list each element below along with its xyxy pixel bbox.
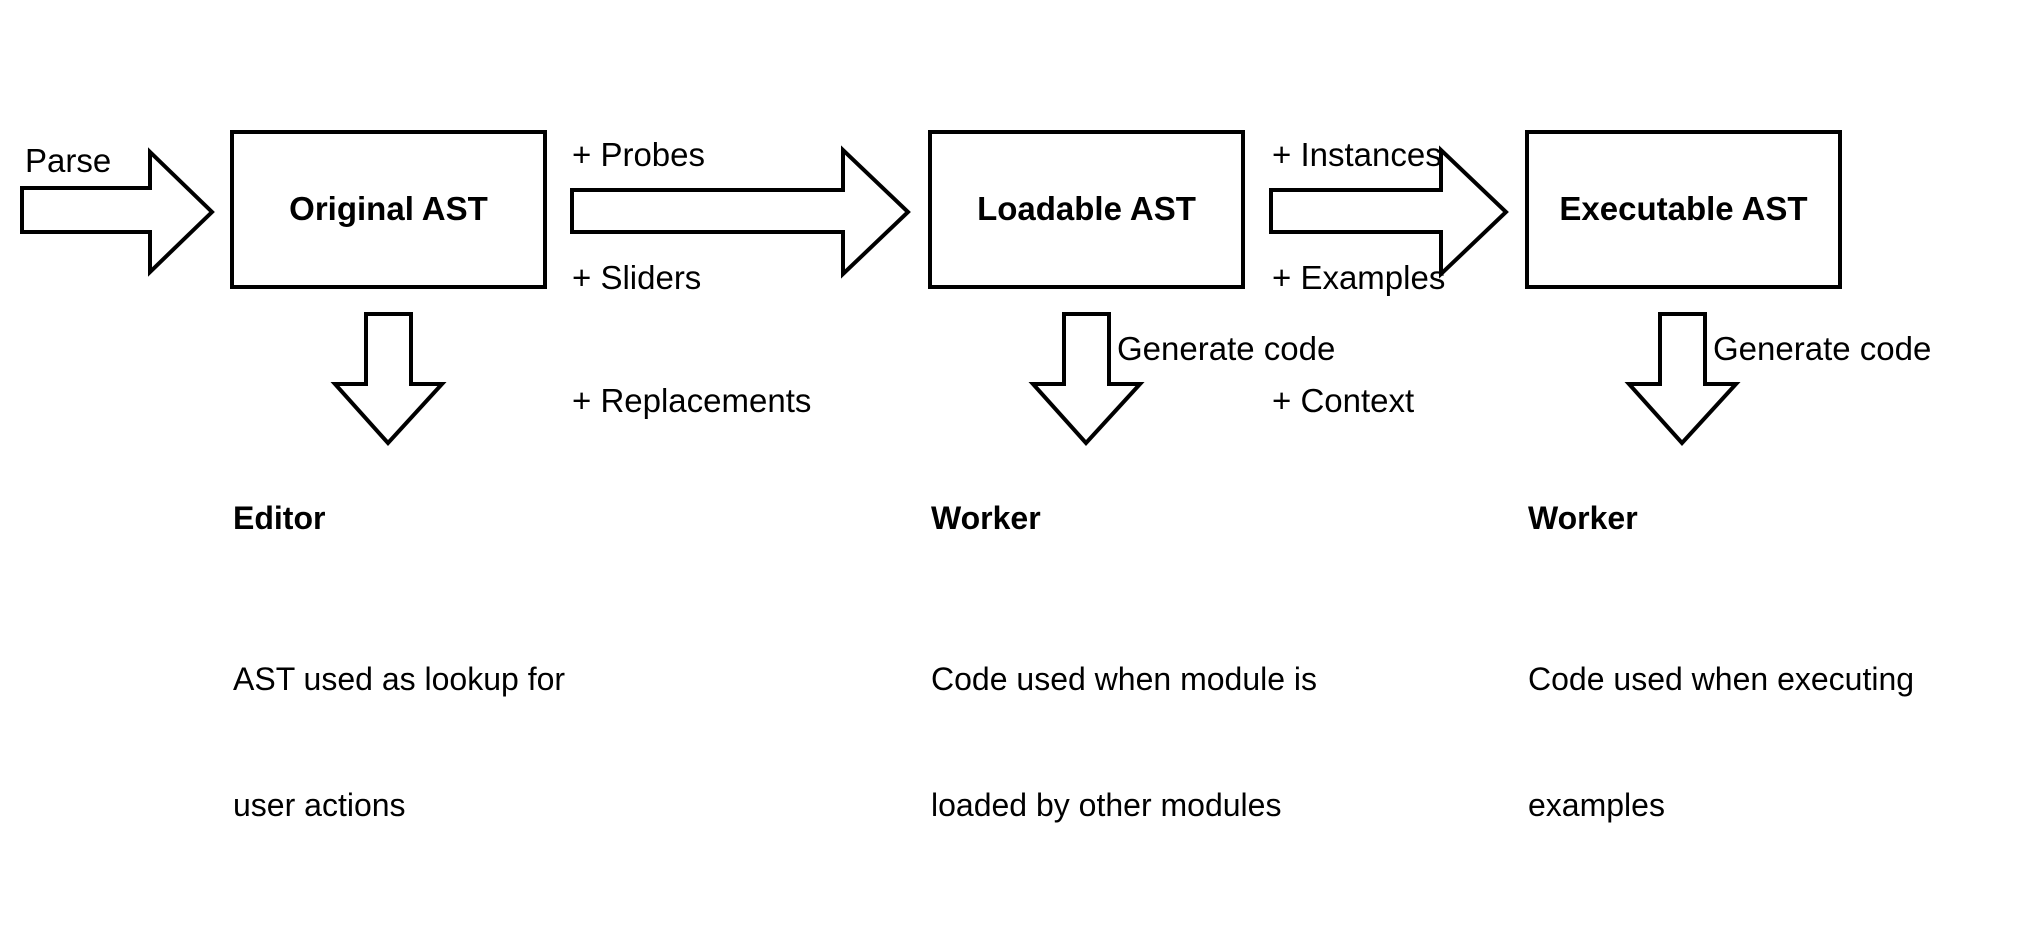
caption-editor-line-1: AST used as lookup for: [233, 661, 566, 697]
caption-worker-exec-title: Worker: [1528, 500, 1638, 536]
original-ast-box-shape: [230, 130, 547, 289]
caption-editor-title: Editor: [233, 500, 326, 536]
worker-load-down-arrow-shape: [1028, 312, 1145, 446]
caption-worker-exec-body: Code used when executing examples: [1528, 574, 1914, 910]
caption-editor-line-2: user actions: [233, 787, 406, 823]
caption-editor: Editor AST used as lookup for user actio…: [233, 470, 565, 942]
loadable-ast-box-shape: [928, 130, 1245, 289]
loadable-to-executable-arrow-shape: [1269, 145, 1509, 279]
parse-arrow-shape: [20, 147, 215, 277]
edge-label-line-replacements: + Replacements: [572, 382, 812, 419]
original-ast-label: Original AST: [289, 190, 488, 227]
edge-label-line-probes: + Probes: [572, 136, 705, 173]
generate-code-label-1: Generate code: [1117, 330, 1336, 367]
edge-label-line-instances: + Instances: [1272, 136, 1442, 173]
editor-down-arrow-shape: [330, 312, 447, 446]
original-to-loadable-label-group: + Probes + Sliders + Replacements: [572, 52, 811, 503]
loadable-ast-label: Loadable AST: [977, 190, 1196, 227]
caption-worker-exec-line-1: Code used when executing: [1528, 661, 1915, 697]
caption-worker-load: Worker Code used when module is loaded b…: [931, 470, 1317, 942]
edge-label-line-context: + Context: [1272, 382, 1415, 419]
executable-ast-label: Executable AST: [1559, 190, 1808, 227]
executable-ast-box-shape: [1525, 130, 1842, 289]
caption-worker-load-line-2: loaded by other modules: [931, 787, 1282, 823]
diagram-shapes: [20, 130, 1842, 446]
worker-exec-down-arrow-shape: [1624, 312, 1741, 446]
caption-editor-body: AST used as lookup for user actions: [233, 574, 565, 910]
edge-label-line-sliders: + Sliders: [572, 259, 702, 296]
generate-code-label-2: Generate code: [1713, 330, 1932, 367]
diagram-canvas: Parse Original AST Loadable AST Executab…: [20, 52, 1932, 823]
edge-label-line-examples: + Examples: [1272, 259, 1446, 296]
caption-worker-load-title: Worker: [931, 500, 1041, 536]
caption-worker-load-line-1: Code used when module is: [931, 661, 1318, 697]
caption-worker-load-body: Code used when module is loaded by other…: [931, 574, 1317, 910]
parse-edge-label: Parse: [25, 142, 112, 179]
caption-worker-exec-line-2: examples: [1528, 787, 1665, 823]
loadable-to-executable-label-group: + Instances + Examples + Context: [1272, 52, 1445, 503]
original-to-loadable-arrow-shape: [570, 145, 911, 279]
caption-worker-exec: Worker Code used when executing examples: [1528, 470, 1914, 942]
